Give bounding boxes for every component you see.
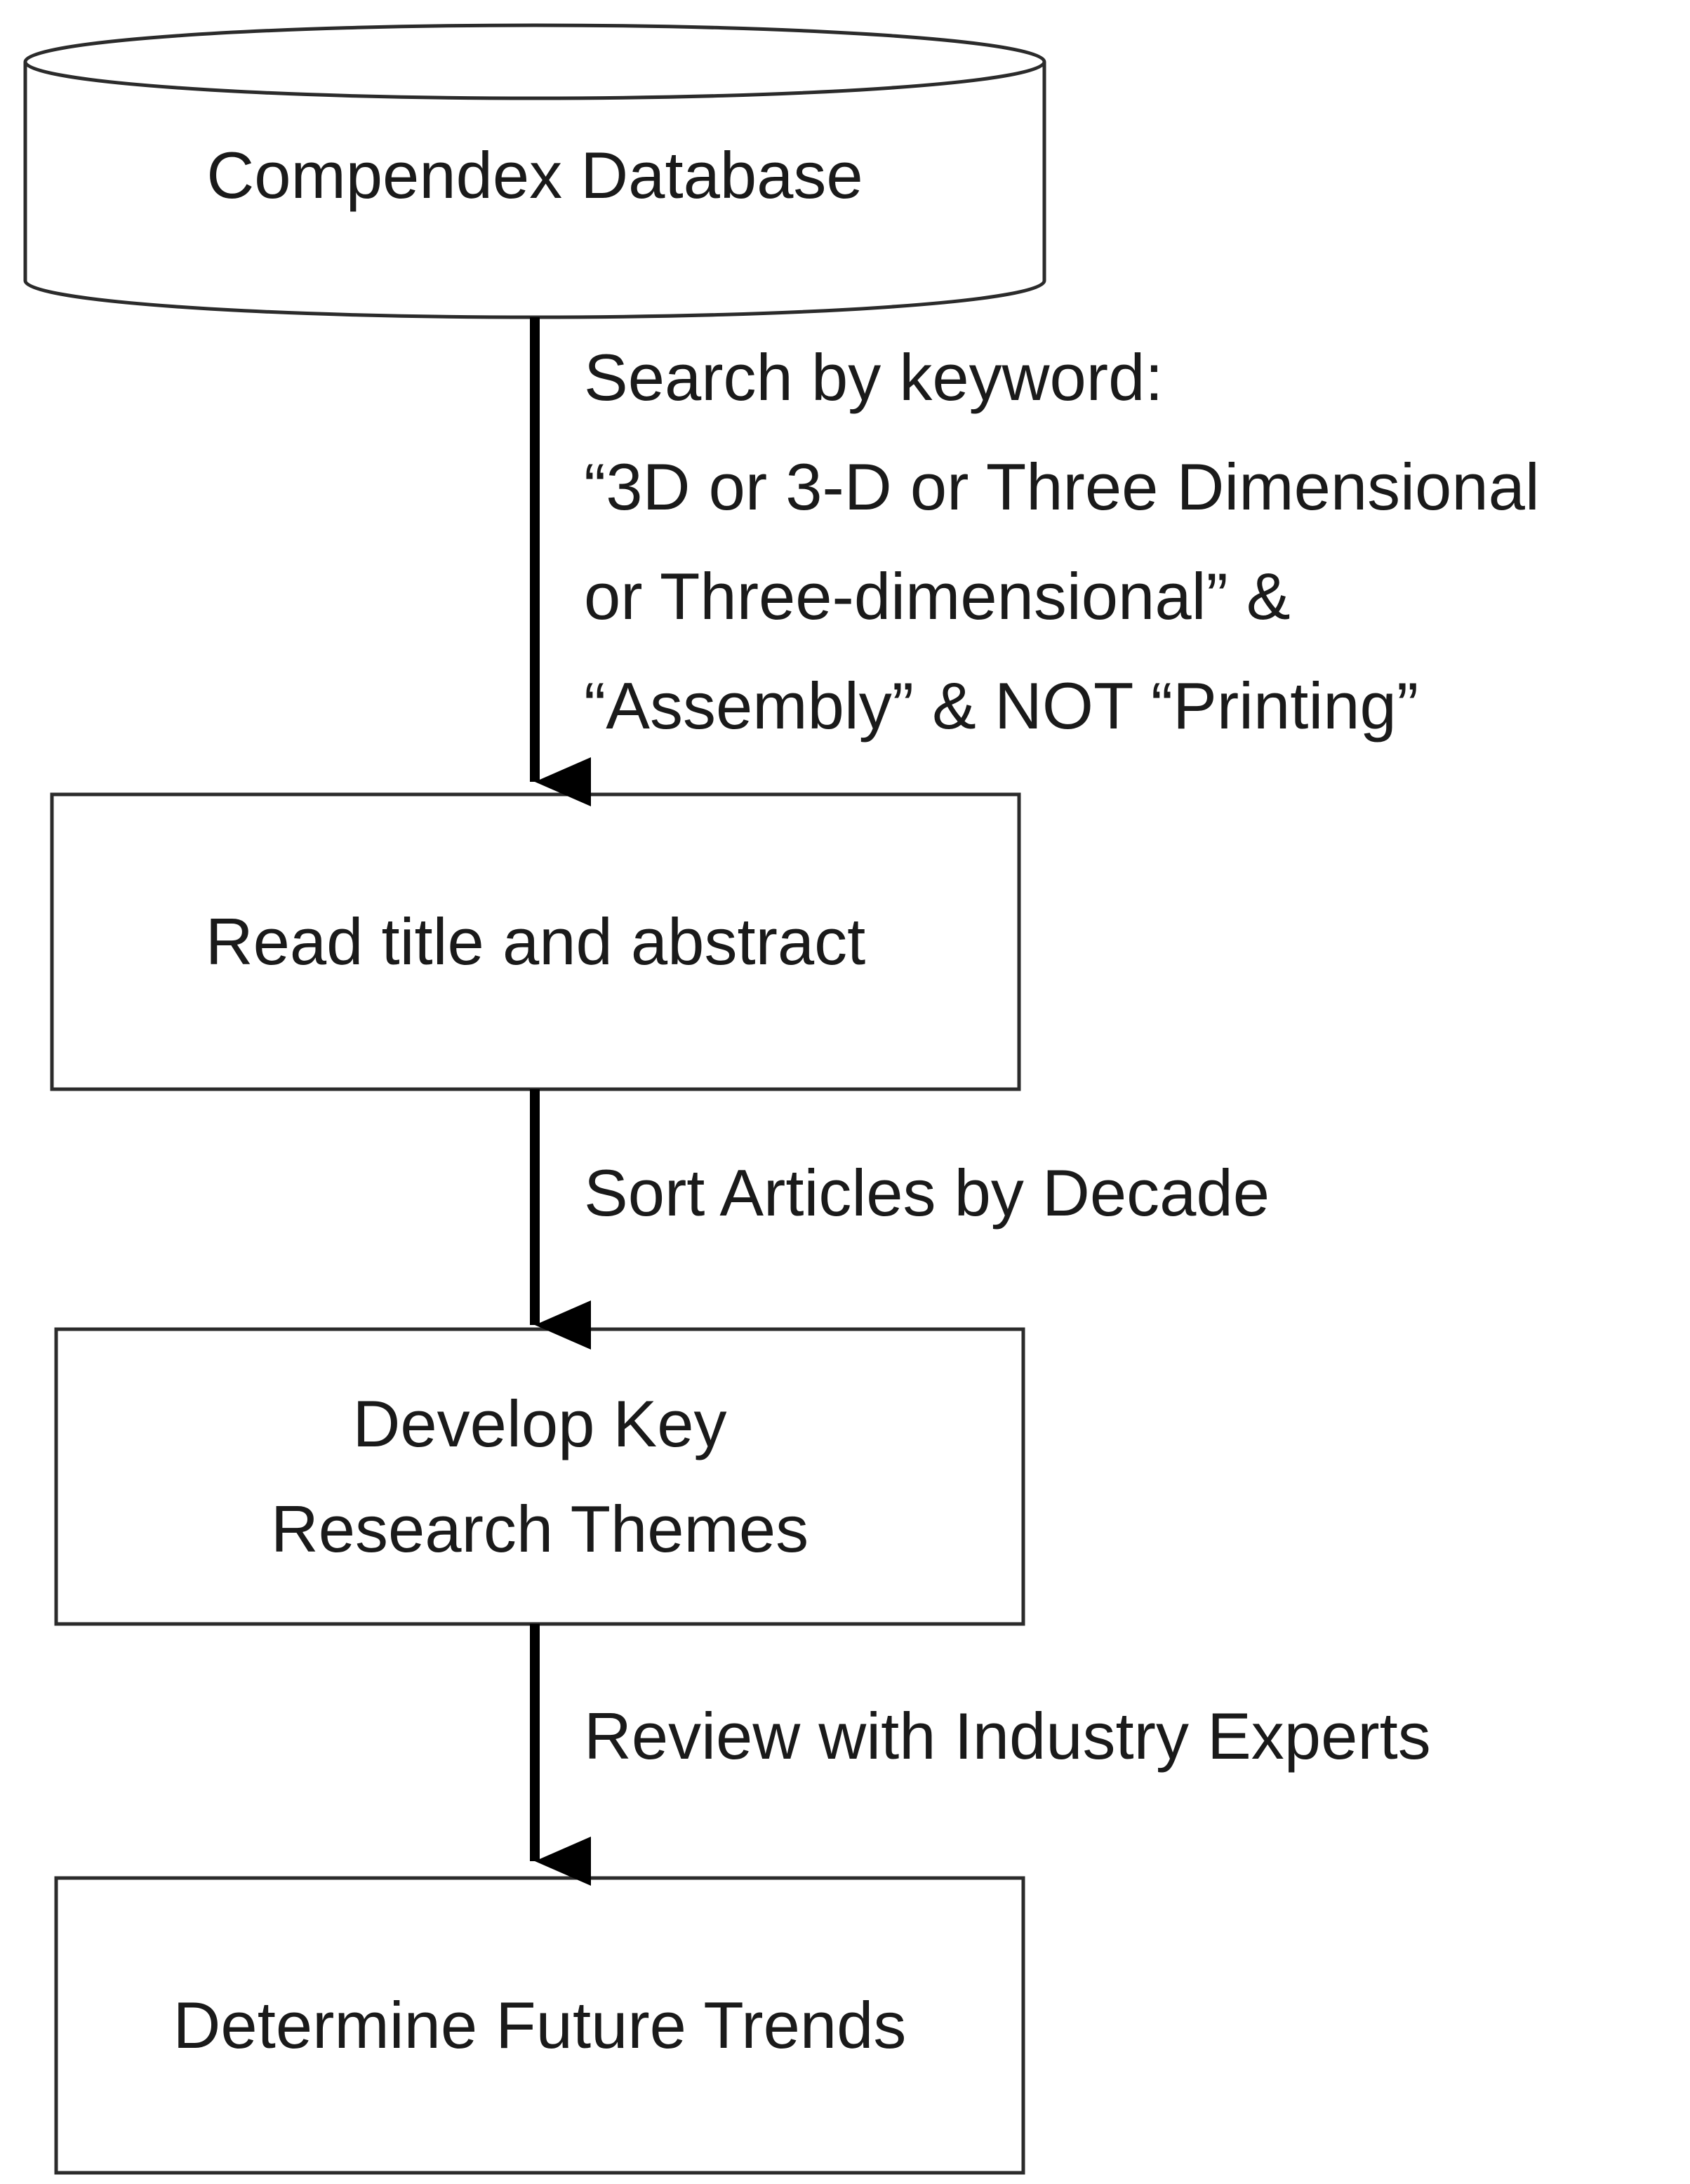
database-cylinder-node — [23, 23, 1046, 319]
search-keyword-line-3: or Three-dimensional” & — [584, 559, 1291, 633]
database-cylinder-top — [23, 23, 1046, 100]
search-keyword-line-4: “Assembly” & NOT “Printing” — [584, 669, 1419, 743]
search-keyword-line-2: “3D or 3-D or Three Dimensional — [584, 450, 1540, 524]
sort-by-decade-edge-label: Sort Articles by Decade — [584, 1156, 1270, 1230]
database-label: Compendex Database — [206, 138, 863, 212]
search-keyword-edge-label: Search by keyword: “3D or 3-D or Three D… — [584, 323, 1540, 761]
search-keyword-line-1: Search by keyword: — [584, 340, 1164, 414]
review-experts-edge-label: Review with Industry Experts — [584, 1699, 1431, 1773]
develop-themes-label: Develop Key Research Themes — [270, 1386, 809, 1566]
read-title-abstract-box — [50, 792, 1021, 1091]
determine-trends-label: Determine Future Trends — [173, 1987, 907, 2062]
determine-trends-box — [54, 1876, 1025, 2175]
read-title-abstract-label: Read title and abstract — [205, 904, 866, 978]
